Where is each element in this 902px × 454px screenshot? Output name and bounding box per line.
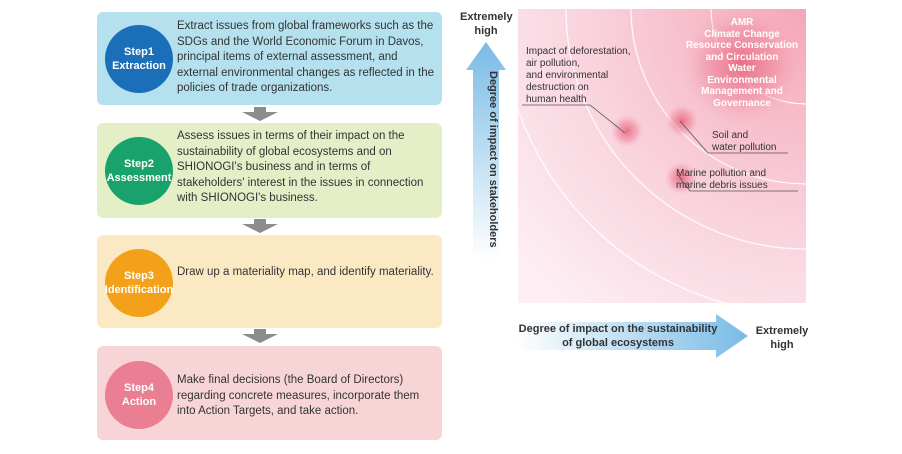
step4-badge: Step4 Action [105,361,173,429]
step1-name: Extraction [112,60,166,72]
step3-down-arrow-icon [242,329,278,343]
hotspot-deforestation [610,114,644,148]
hotspot-top [680,9,804,127]
step4-name: Action [121,396,157,408]
issue-marine-label: Marine pollution and marine debris issue… [676,168,768,191]
y-axis-arrow-icon [466,42,506,260]
step1-badge: Step1 Extraction [105,25,173,93]
x-axis-extremely-high-label: Extremely high [755,325,809,351]
issue-deforestation-label: Impact of deforestation, air pollution, … [526,46,631,105]
step3-description: Draw up a materiality map, and identify … [177,266,434,278]
issue-top-label: AMR Climate Change Resource Conservation… [685,17,799,109]
y-axis-label: Degree of impact on stakeholders [487,71,499,248]
step2-number: Step2 [124,158,154,170]
step3-number: Step3 [124,270,154,282]
step1-down-arrow-icon [242,107,278,121]
step2-badge: Step2 Assessment [105,137,173,205]
step1-description: Extract issues from global frameworks su… [177,20,434,94]
leader-deforestation [522,104,626,134]
leader-marine [677,174,798,192]
leader-soil [679,120,788,154]
step2-down-arrow-icon [242,219,278,233]
step4-number: Step4 [124,382,154,394]
issue-soil-label: Soil and water pollution [712,130,777,153]
y-axis-extremely-high-label: Extremely high [460,11,513,37]
step4-box: Step4 Action Make final decisions (the B… [97,346,442,440]
x-axis-label: Degree of impact on the sustainability o… [518,323,718,349]
x-axis-arrow-icon [516,314,748,358]
step2-description: Assess issues in terms of their impact o… [177,130,424,204]
step2-box: Step2 Assessment Assess issues in terms … [97,123,442,218]
step3-box: Step3 Identification Draw up a materiali… [97,235,442,328]
step1-number: Step1 [124,46,154,58]
step3-badge: Step3 Identification [105,249,173,317]
step4-description: Make final decisions (the Board of Direc… [177,374,420,417]
step1-box: Step1 Extraction Extract issues from glo… [97,12,442,105]
step3-name: Identification [104,284,174,296]
hotspot-soil [665,104,699,138]
map-area [518,9,806,303]
step2-name: Assessment [106,172,172,184]
hotspot-marine [664,161,698,195]
